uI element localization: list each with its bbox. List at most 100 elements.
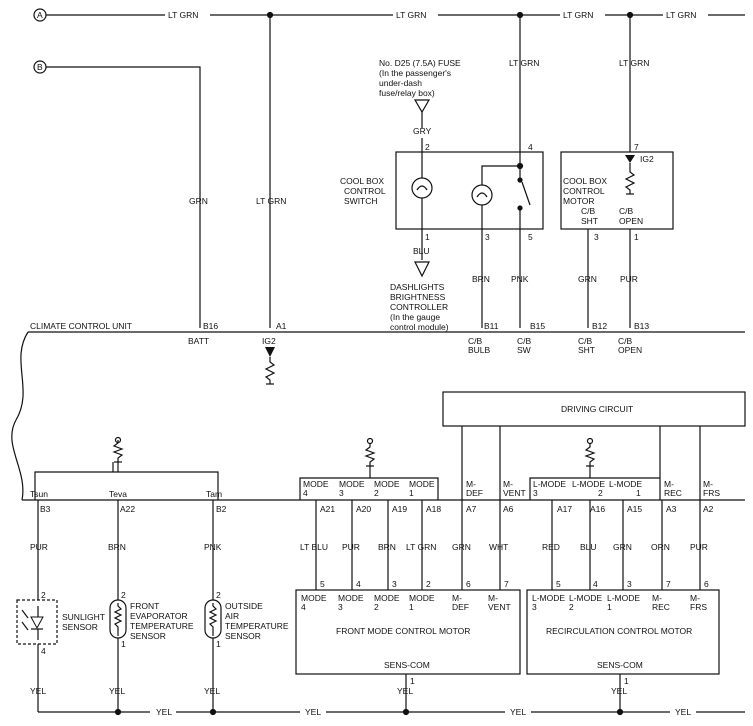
rm-pin-7: 7 — [666, 579, 671, 589]
mode-power-icon — [299, 437, 439, 500]
ig2-arrow-icon — [265, 347, 275, 357]
ccu-batt: BATT — [188, 336, 209, 346]
pin-3-sht: 3 — [594, 232, 599, 242]
wire-label-grn-l1: GRN — [613, 542, 632, 552]
rm-mrec-a: M- — [652, 593, 662, 603]
wire-label-brn-m2: BRN — [378, 542, 396, 552]
mvent-b: VENT — [503, 488, 526, 498]
rm-mfrs-b: FRS — [690, 602, 707, 612]
recirc-motor-senscom: SENS-COM — [597, 660, 643, 670]
bus-yel-3: YEL — [510, 707, 526, 717]
mdef-a: M- — [466, 479, 476, 489]
wire-label-yel-evap: YEL — [109, 686, 125, 696]
wire-label-yel-fm: YEL — [397, 686, 413, 696]
motor-arrow-icon — [625, 155, 635, 163]
lmode2-b: 2 — [598, 488, 603, 498]
rm-lmode2-a: L-MODE — [569, 593, 602, 603]
fuse-label-1: No. D25 (7.5A) FUSE — [379, 58, 461, 68]
pin-b16: B16 — [203, 321, 218, 331]
ccu-sht: SHT — [578, 345, 595, 355]
mode1-a: MODE — [409, 479, 435, 489]
pin-b12: B12 — [592, 321, 607, 331]
dash-label-5: control module) — [390, 322, 449, 332]
mode2-a: MODE — [374, 479, 400, 489]
wire-label-brn-evap: BRN — [108, 542, 126, 552]
wire-label-ltblu: LT BLU — [300, 542, 328, 552]
motor-open-2: OPEN — [619, 216, 643, 226]
air-label-3: TEMPERATURE — [225, 621, 289, 631]
fm-mode4-a: MODE — [301, 593, 327, 603]
wire-label-orn: ORN — [651, 542, 670, 552]
term-tsun: Tsun — [30, 489, 48, 499]
pin-b2: B2 — [216, 504, 227, 514]
lmode2-a: L-MODE — [572, 479, 605, 489]
sunlight-sensor-icon — [16, 599, 58, 645]
bus-yel-1: YEL — [156, 707, 172, 717]
bulb-icon-1 — [411, 152, 433, 229]
mrec-b: REC — [664, 488, 682, 498]
wire-label-yel-sun: YEL — [30, 686, 46, 696]
evap-label-2: EVAPORATOR — [130, 611, 188, 621]
wire-label-yel-rm: YEL — [611, 686, 627, 696]
pin-air-2: 2 — [216, 590, 221, 600]
lmode1-a: L-MODE — [609, 479, 642, 489]
wire-label-a3: LT GRN — [563, 10, 593, 20]
evap-label-4: SENSOR — [130, 631, 166, 641]
rm-lmode1-b: 1 — [607, 602, 612, 612]
wire-label-pnk-b15: PNK — [511, 274, 529, 284]
fm-pin-6: 6 — [466, 579, 471, 589]
pin-a18: A18 — [426, 504, 441, 514]
driving-circuit-label: DRIVING CIRCUIT — [561, 404, 633, 414]
evaporator-sensor-icon — [109, 599, 127, 639]
fm-mode1-b: 1 — [409, 602, 414, 612]
lmode1-b: 1 — [636, 488, 641, 498]
fm-pin-5: 5 — [320, 579, 325, 589]
switch-contact-icon — [517, 15, 531, 229]
wire-label-ltgrn-a1: LT GRN — [256, 196, 286, 206]
pin-1-blu: 1 — [425, 232, 430, 242]
mode1-b: 1 — [409, 488, 414, 498]
pin-a20: A20 — [356, 504, 371, 514]
ccu-cb-1: C/B — [468, 336, 483, 346]
rm-pin-3: 3 — [627, 579, 632, 589]
fm-mode3-a: MODE — [338, 593, 364, 603]
rm-mrec-b: REC — [652, 602, 670, 612]
motor-resistor-icon — [624, 163, 636, 194]
rm-pin-6: 6 — [704, 579, 709, 589]
wire-label-pur-frs: PUR — [690, 542, 708, 552]
pin-a21: A21 — [320, 504, 335, 514]
pin-b15: B15 — [530, 321, 545, 331]
dash-label-4: (In the gauge — [390, 312, 440, 322]
front-mode-motor-box — [295, 589, 521, 675]
rm-pin-4: 4 — [593, 579, 598, 589]
ccu-ig2: IG2 — [262, 336, 276, 346]
rm-lmode2-b: 2 — [569, 602, 574, 612]
pin-a16: A16 — [590, 504, 605, 514]
lmode3-b: 3 — [533, 488, 538, 498]
dashlight-arrow-icon — [414, 261, 430, 278]
pin-evap-1: 1 — [121, 639, 126, 649]
fm-mode2-a: MODE — [374, 593, 400, 603]
fm-mvent-b: VENT — [488, 602, 511, 612]
front-motor-senscom: SENS-COM — [384, 660, 430, 670]
dash-label-2: BRIGHTNESS — [390, 292, 446, 302]
fm-pin-3: 3 — [392, 579, 397, 589]
bus-yel-2: YEL — [305, 707, 321, 717]
wire-label-gry: GRY — [413, 126, 432, 136]
term-teva: Teva — [109, 489, 127, 499]
pin-3-bulb: 3 — [485, 232, 490, 242]
switch-label-2: CONTROL — [344, 186, 386, 196]
fuse-label-3: under-dash — [379, 78, 422, 88]
mode3-a: MODE — [339, 479, 365, 489]
pin-5-sw: 5 — [528, 232, 533, 242]
cool-box-switch-box — [395, 151, 544, 230]
wire-label-ltgrn-sw: LT GRN — [509, 58, 539, 68]
mfrs-a: M- — [703, 479, 713, 489]
driving-circuit-box — [442, 391, 746, 427]
wire-label-blu: BLU — [413, 246, 430, 256]
rm-mfrs-a: M- — [690, 593, 700, 603]
wire-label-blu-l2: BLU — [580, 542, 597, 552]
fm-mode2-b: 2 — [374, 602, 379, 612]
sensor-power-icon — [34, 436, 219, 500]
